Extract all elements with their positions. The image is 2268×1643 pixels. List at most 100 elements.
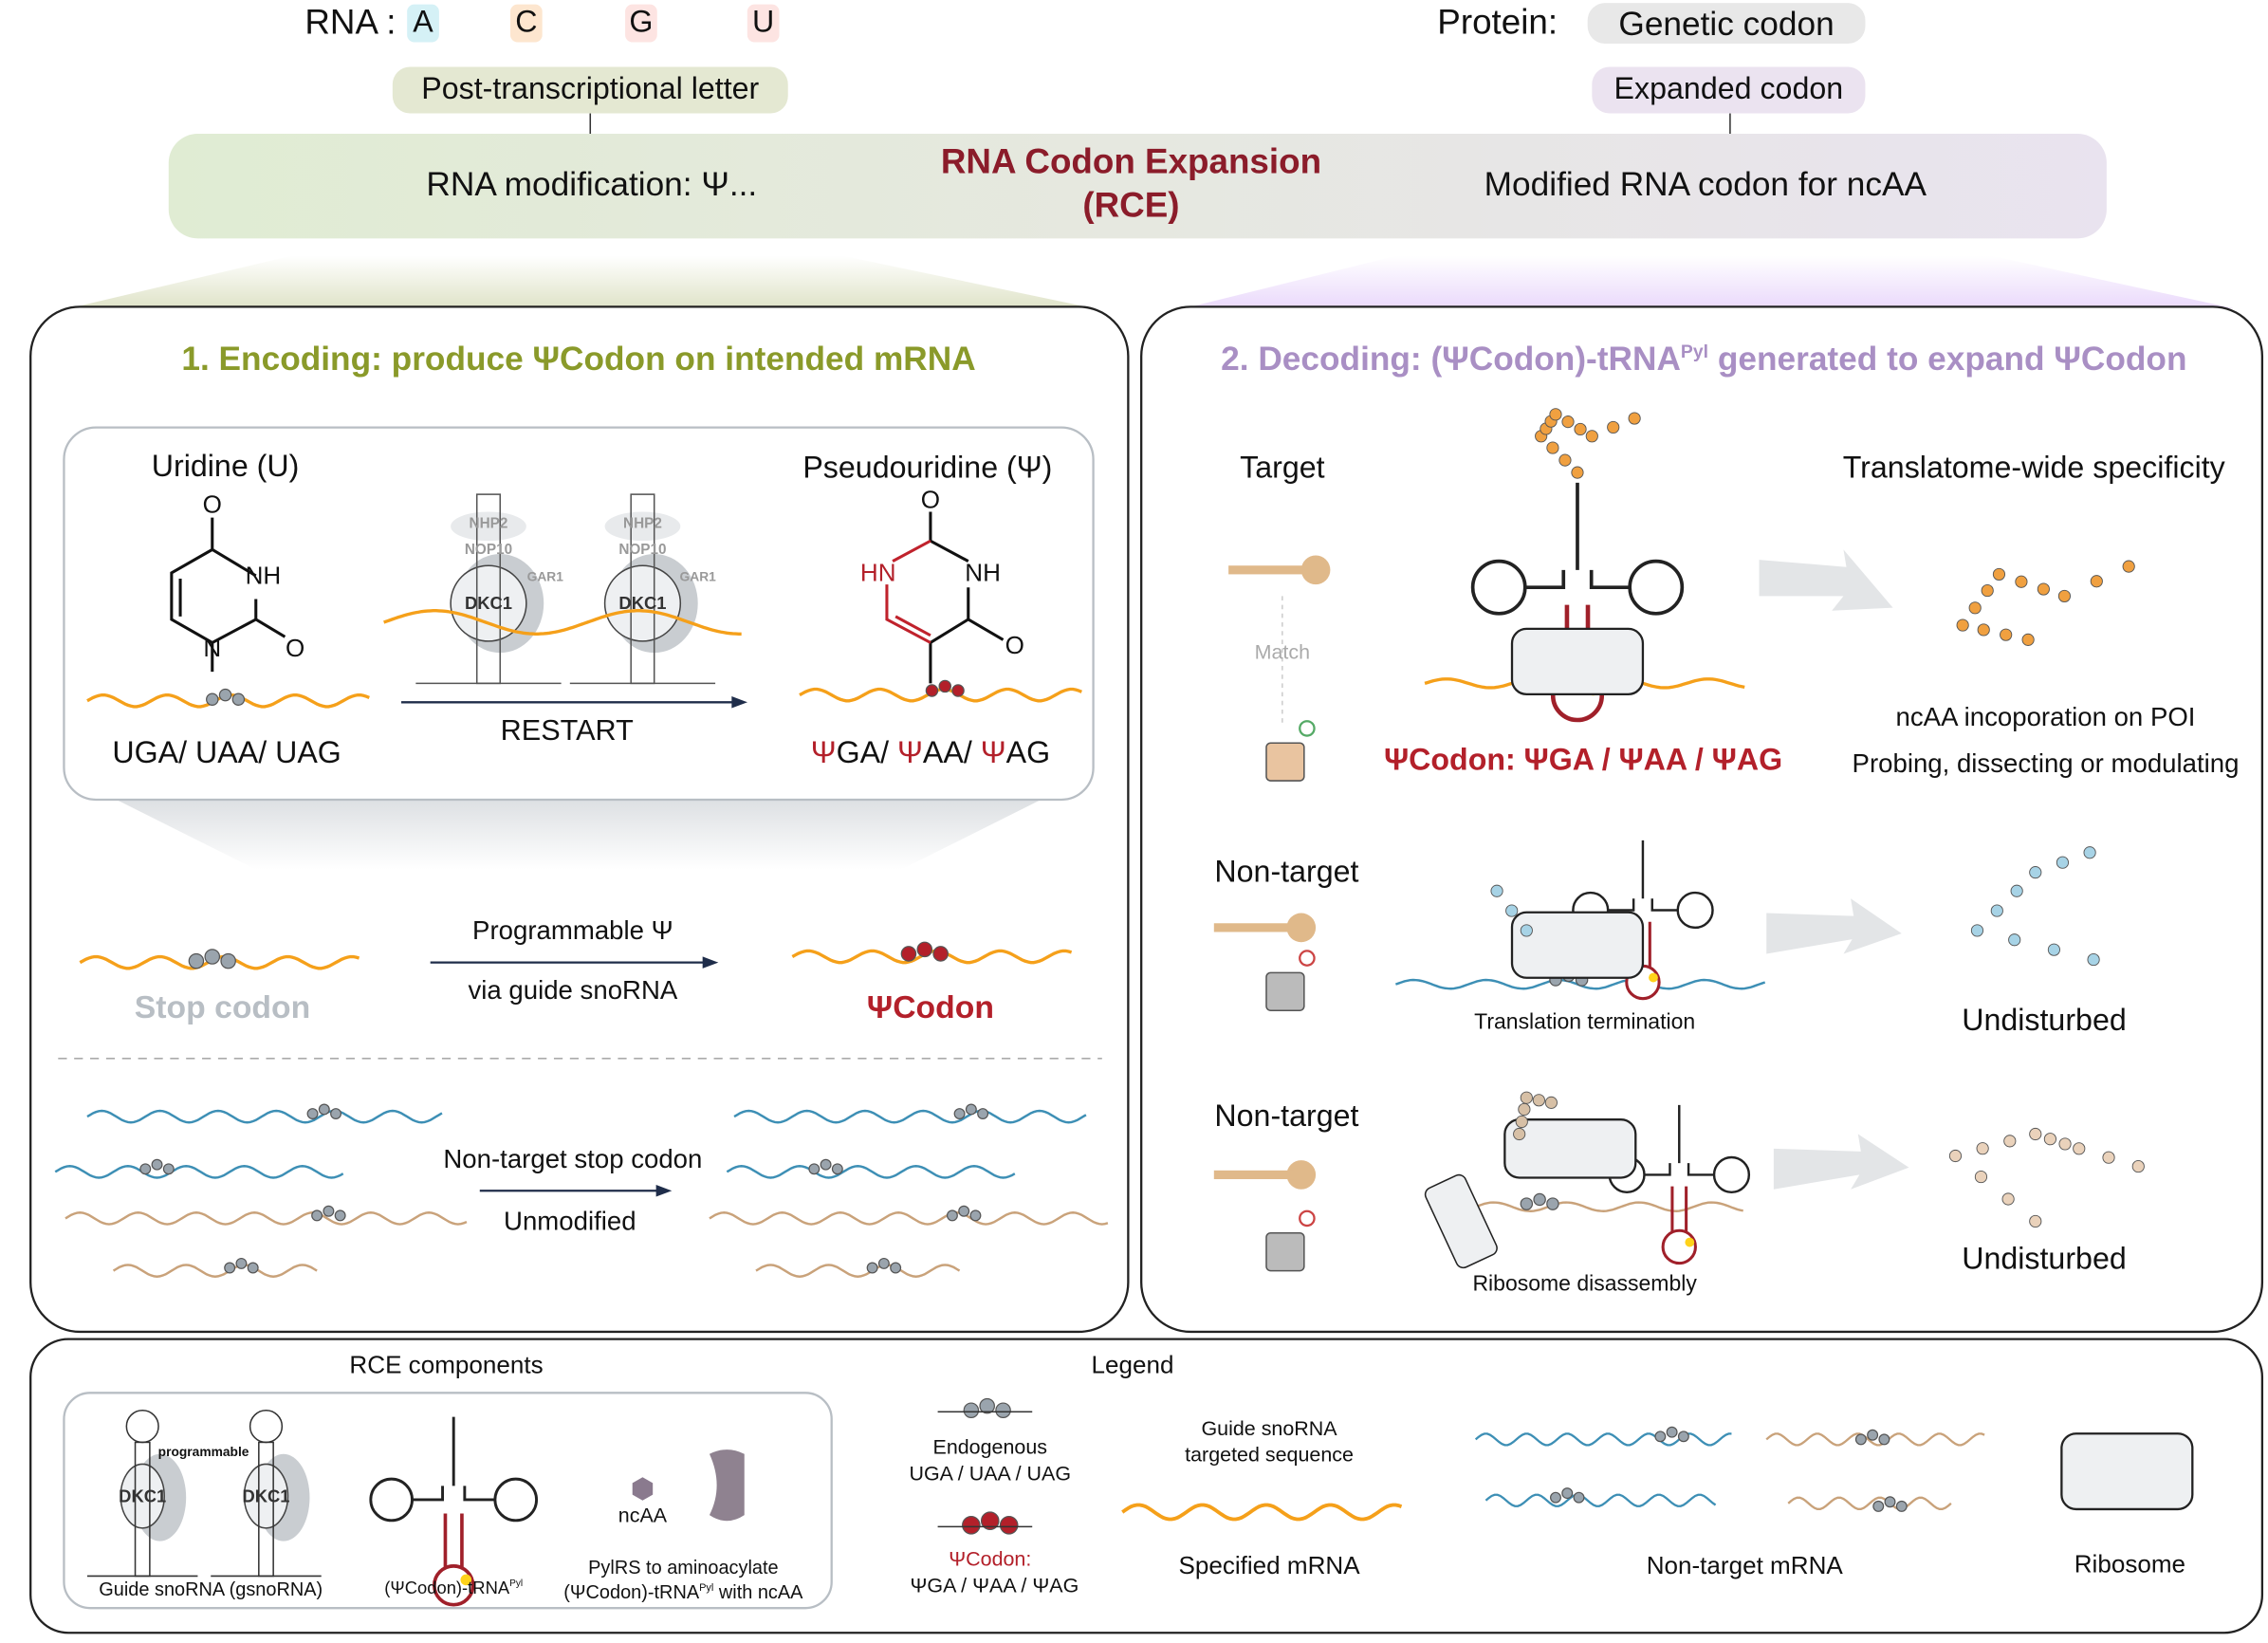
codon-bead bbox=[951, 684, 965, 697]
status-badge-icon bbox=[1299, 720, 1316, 737]
codon-bead bbox=[139, 1163, 152, 1175]
status-badge-icon bbox=[1299, 950, 1316, 967]
amino-acid-bead bbox=[2029, 866, 2042, 879]
amino-acid-bead bbox=[1968, 601, 1982, 615]
rce-banner bbox=[168, 134, 2107, 239]
codon-bead bbox=[953, 1108, 966, 1120]
amino-acid-bead bbox=[1518, 1102, 1531, 1117]
amino-acid-bead bbox=[1546, 441, 1559, 454]
codon-bead bbox=[235, 1257, 248, 1269]
codon-bead bbox=[969, 1209, 982, 1222]
amino-acid-bead bbox=[1976, 1142, 1989, 1155]
codon-bead bbox=[979, 1397, 995, 1414]
mrna-strand bbox=[86, 1109, 443, 1124]
pylrs-icon bbox=[709, 1449, 745, 1522]
amino-acid-bead bbox=[2001, 1192, 2015, 1206]
legend-psi-codons: ΨGA / ΨAA / ΨAG bbox=[910, 1573, 1079, 1597]
trna-acceptor-stem bbox=[1644, 1104, 1715, 1176]
codon-bead bbox=[334, 1209, 346, 1222]
restart-label: RESTART bbox=[500, 715, 634, 748]
codon-bead bbox=[1895, 1500, 1908, 1512]
codon-bead bbox=[231, 692, 246, 706]
amino-acid-bead bbox=[2029, 1214, 2042, 1228]
post-transcriptional-pill: Post-transcriptional letter bbox=[392, 66, 788, 114]
amino-acid-bead bbox=[1974, 1170, 1988, 1184]
trna-anticodon-loop bbox=[1661, 1228, 1697, 1265]
atom-n: N bbox=[203, 635, 222, 663]
trna-acceptor-stem bbox=[1608, 840, 1678, 912]
key-shaft bbox=[1213, 923, 1295, 932]
polypeptide-chain bbox=[1535, 408, 1641, 479]
mrna-strand bbox=[709, 1211, 1109, 1226]
psi-codon-line: ΨCodon: ΨGA / ΨAA / ΨAG bbox=[1384, 743, 1783, 778]
protein-label: Protein: bbox=[1437, 3, 1558, 43]
dkc1-label: DKC1 bbox=[119, 1486, 167, 1506]
spark-icon bbox=[1685, 1237, 1695, 1247]
trna-acceptor-stem bbox=[412, 1416, 495, 1502]
amino-acid-bead bbox=[1520, 1091, 1533, 1104]
legend-psi-codon: ΨCodon: bbox=[949, 1546, 1032, 1571]
nhp2-label: NHP2 bbox=[623, 516, 662, 532]
gar1-label: GAR1 bbox=[679, 569, 716, 584]
mrna-strand bbox=[726, 1164, 1016, 1179]
amino-acid-bead bbox=[1561, 415, 1575, 429]
key-icon bbox=[1300, 555, 1331, 585]
trna-disassembly bbox=[1608, 1104, 1751, 1265]
trna-anticodon-stem bbox=[1670, 1186, 1688, 1233]
codon-bead bbox=[900, 946, 917, 962]
undisturbed-label: Undisturbed bbox=[1962, 1242, 2127, 1276]
key-icon bbox=[1286, 1160, 1317, 1190]
amino-acid-bead bbox=[1607, 420, 1620, 434]
amino-acid-bead bbox=[2037, 582, 2050, 596]
ribosome-icon bbox=[1503, 1118, 1637, 1179]
via-guide-label: via guide snoRNA bbox=[468, 975, 678, 1006]
mrna-strand bbox=[112, 1264, 318, 1278]
amino-acid-bead bbox=[1981, 583, 1994, 598]
ribosome-icon bbox=[2060, 1432, 2194, 1511]
psi-codons-label: ΨGA/ ΨAA/ ΨAG bbox=[810, 736, 1051, 770]
dkc1-protein bbox=[243, 1463, 289, 1529]
legend-endogenous-codons: UGA / UAA / UAG bbox=[909, 1461, 1072, 1485]
mrna-strand bbox=[1121, 1503, 1403, 1522]
key-shaft bbox=[1228, 565, 1309, 575]
codon-bead bbox=[925, 684, 939, 697]
letter-c: C bbox=[509, 4, 543, 43]
amino-acid-bead bbox=[2057, 589, 2072, 602]
mrna-strand bbox=[383, 609, 742, 636]
amino-acid-bead bbox=[1977, 623, 1990, 637]
spark-icon bbox=[460, 1574, 472, 1586]
polypeptide-chain bbox=[1948, 1127, 2145, 1228]
lock-icon bbox=[1265, 742, 1305, 782]
polypeptide-chain bbox=[1970, 846, 2100, 967]
codon-bead bbox=[977, 1108, 989, 1120]
stop-codon-label: Stop codon bbox=[134, 988, 311, 1025]
codon-bead bbox=[206, 692, 219, 706]
trna-d-loop bbox=[1470, 559, 1527, 616]
pylrs-label-2: (ΨCodon)-tRNAPyl with ncAA bbox=[563, 1580, 803, 1603]
target-label: Target bbox=[1240, 451, 1325, 486]
codon-bead bbox=[311, 1209, 323, 1222]
encoding-title: 1. Encoding: produce ΨCodon on intended … bbox=[181, 339, 976, 378]
non-target-label: Non-target bbox=[1214, 855, 1359, 890]
codon-bead bbox=[188, 952, 205, 969]
amino-acid-bead bbox=[2102, 1151, 2115, 1164]
codon-bead bbox=[938, 679, 951, 693]
stop-codons-label: UGA/ UAA/ UAG bbox=[112, 736, 341, 770]
codon-bead bbox=[318, 1103, 330, 1116]
amino-acid-bead bbox=[1970, 924, 1984, 937]
rna-label: RNA : bbox=[304, 3, 396, 43]
banner-title-abbr: (RCE) bbox=[1082, 186, 1180, 226]
legend-title: Legend bbox=[1091, 1351, 1174, 1379]
spark-icon bbox=[1649, 972, 1658, 983]
codon-bead bbox=[958, 1205, 970, 1217]
key-shaft bbox=[1213, 1170, 1295, 1180]
dkc1-label: DKC1 bbox=[242, 1486, 290, 1506]
legend-specified-mrna: Specified mRNA bbox=[1178, 1552, 1360, 1580]
nop10-label: NOP10 bbox=[464, 542, 513, 559]
ribosome-icon bbox=[1510, 627, 1645, 696]
banner-right: Modified RNA codon for ncAA bbox=[1484, 164, 1927, 203]
codon-bead bbox=[1561, 1487, 1574, 1500]
trna-anticodon-stem bbox=[443, 1513, 464, 1569]
trna-component bbox=[369, 1416, 539, 1607]
amino-acid-bead bbox=[1992, 567, 2006, 582]
